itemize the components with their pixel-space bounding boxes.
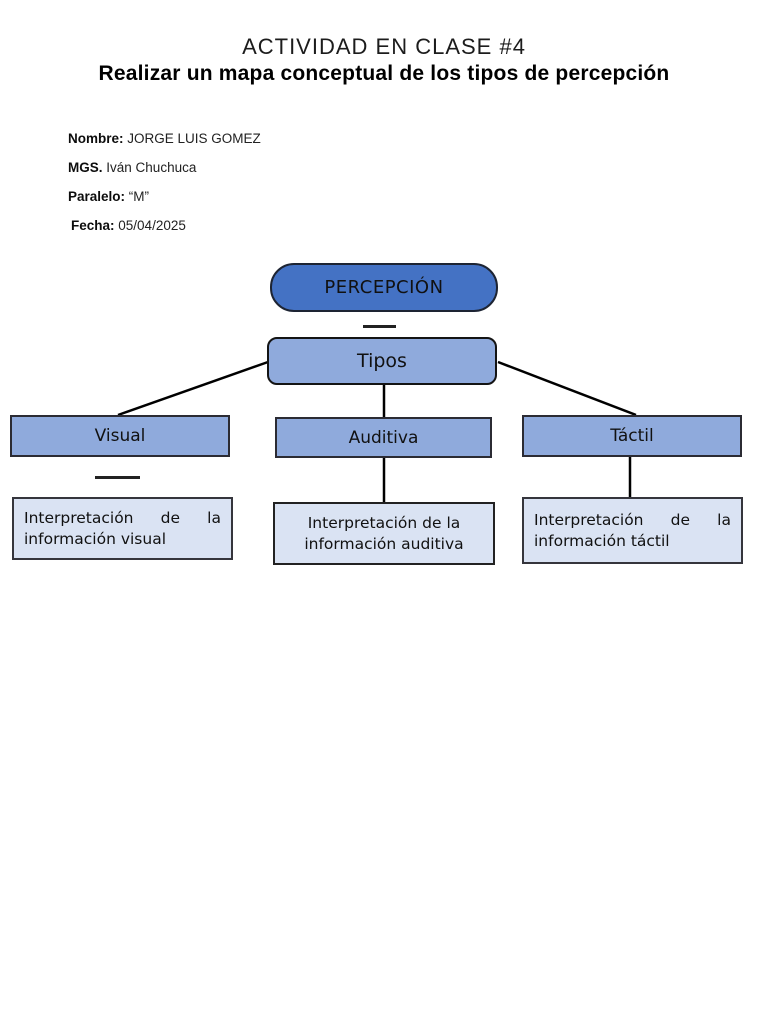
description-tactil: Interpretación de la información táctil (522, 497, 743, 564)
student-info-block: Nombre: JORGE LUIS GOMEZ MGS. Iván Chuch… (68, 130, 261, 246)
collapsed-connector-dash-percepcion-tipos (363, 325, 396, 328)
description-visual-text: Interpretación de la información visual (24, 508, 221, 548)
description-visual: Interpretación de la información visual (12, 497, 233, 560)
info-line-mgs: MGS. Iván Chuchuca (68, 159, 261, 188)
info-value: 05/04/2025 (118, 218, 186, 233)
description-tactil-text: Interpretación de la información táctil (534, 510, 731, 550)
node-tipos: Tipos (267, 337, 497, 385)
node-visual: Visual (10, 415, 230, 457)
page-subtitle: Realizar un mapa conceptual de los tipos… (98, 62, 670, 85)
connector-line-tipos-visual (117, 360, 269, 417)
node-tactil: Táctil (522, 415, 742, 457)
description-auditiva: Interpretación de la información auditiv… (273, 502, 495, 565)
info-label: Fecha: (71, 218, 115, 233)
node-percepcion: PERCEPCIÓN (270, 263, 498, 312)
info-value: JORGE LUIS GOMEZ (127, 131, 261, 146)
description-auditiva-text: Interpretación de la información auditiv… (304, 513, 464, 553)
info-value: “M” (128, 189, 150, 204)
info-line-nombre: Nombre: JORGE LUIS GOMEZ (68, 130, 261, 159)
info-line-paralelo: Paralelo: “M” (68, 188, 261, 217)
collapsed-connector-dash-visual-desc (95, 476, 140, 479)
node-auditiva: Auditiva (275, 417, 492, 458)
info-label: Nombre: (68, 131, 124, 146)
page-title: ACTIVIDAD EN CLASE #4 (242, 34, 526, 59)
info-label: Paralelo: (68, 189, 126, 204)
info-label: MGS. (68, 160, 103, 175)
connector-line-tipos-tactil (497, 360, 637, 417)
info-line-fecha: Fecha: 05/04/2025 (68, 217, 261, 246)
info-value: Iván Chuchuca (106, 160, 197, 175)
